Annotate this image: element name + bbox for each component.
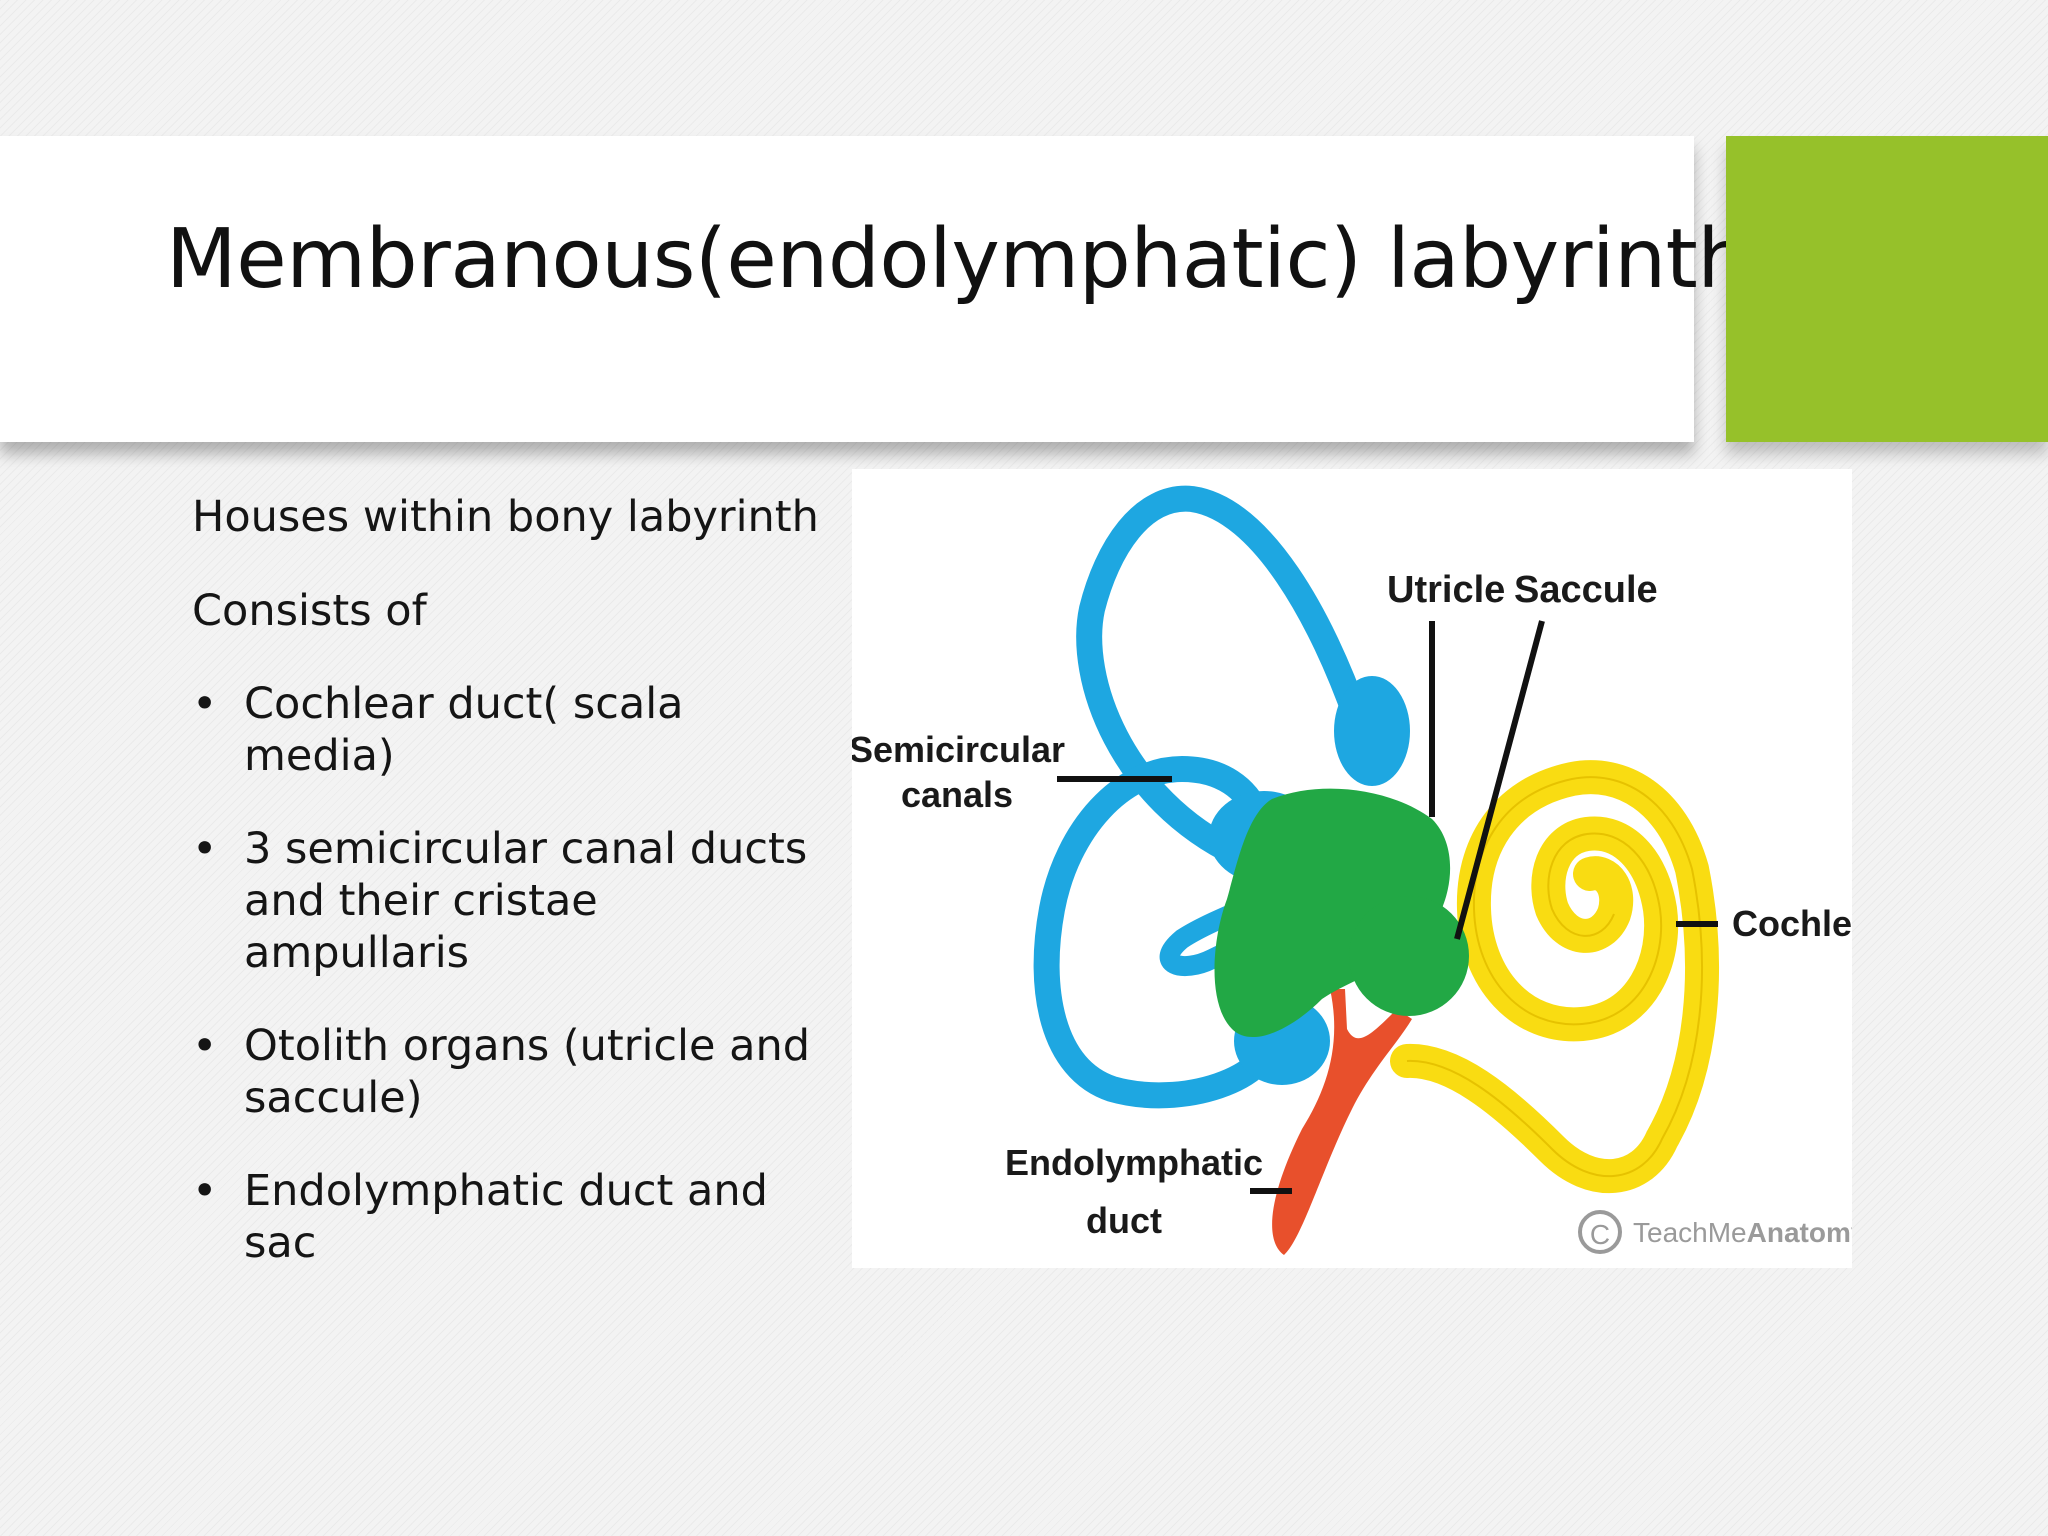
slide-title: Membranous(endolymphatic) labyrinth [166,212,1749,307]
bullet-item: • Cochlear duct( scala media) [192,679,832,782]
label-leaders [1057,620,1718,1194]
bullet-dot: • [192,824,218,875]
bullet-text: Otolith organs (utricle and saccule) [244,1021,811,1123]
endolymphatic-duct-shape [1272,989,1412,1255]
semicircular-label-line2: canals [901,774,1013,815]
title-bar [0,136,1694,442]
ampulla-upper [1334,676,1410,786]
labyrinth-figure: Utricle Saccule Semicircular canals Coch… [852,469,1852,1268]
saccule-leader [1454,620,1545,940]
intro-line-1: Houses within bony labyrinth [192,492,819,542]
accent-block [1726,136,2048,442]
watermark-text-bold: Anatomy [1747,1217,1852,1248]
labyrinth-diagram: Utricle Saccule Semicircular canals Coch… [852,485,1852,1255]
bullet-item: • 3 semicircular canal ducts and their cr… [192,824,832,979]
bullet-dot: • [192,679,218,730]
saccule-label: Saccule [1514,569,1658,611]
utricle-label: Utricle [1387,569,1505,611]
endolymphatic-label-line1: Endolymphatic [1005,1142,1263,1183]
bullet-text: Endolymphatic duct and sac [244,1166,768,1268]
watermark-text: TeachMeAnatomy [1633,1217,1852,1248]
intro-line-2: Consists of [192,585,427,636]
bullet-item: • Endolymphatic duct and sac [192,1166,832,1269]
semicircular-label-line1: Semicircular [852,729,1065,770]
bullet-list: • Cochlear duct( scala media) • 3 semicirc… [192,679,832,1269]
content-text: Houses within bony labyrinth Consists of… [192,492,832,1312]
bullet-text: Cochlear duct( scala media) [244,679,684,781]
bullet-item: • Otolith organs (utricle and saccule) [192,1021,832,1124]
copyright-symbol: C [1590,1219,1610,1250]
endolymphatic-label-line2: duct [1086,1200,1162,1241]
bullet-dot: • [192,1021,218,1072]
saccule-shape [1349,896,1469,1016]
bullet-text: 3 semicircular canal ducts and their cri… [244,824,808,978]
copyright-icon [1578,1210,1622,1254]
watermark-text-light: TeachMe [1633,1217,1747,1248]
bullet-dot: • [192,1166,218,1217]
utricle-shape [1214,788,1451,1038]
cochlea-label: Cochlea [1732,903,1852,944]
